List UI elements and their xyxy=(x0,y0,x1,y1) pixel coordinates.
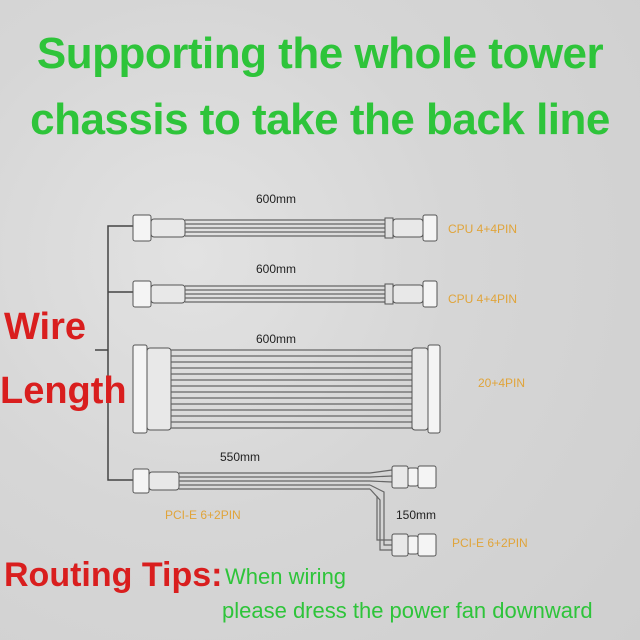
bracket xyxy=(95,225,133,481)
headline-line-1: Supporting the whole tower xyxy=(36,29,604,78)
cable-2-connector: CPU 4+4PIN xyxy=(448,292,518,306)
cable-1-connector: CPU 4+4PIN xyxy=(448,222,518,236)
routing-tip-line-1: When wiring xyxy=(225,564,347,589)
cable-2-length: 600mm xyxy=(256,262,297,276)
cable-atx-24pin xyxy=(132,344,441,434)
cable-4-connector: PCI-E 6+2PIN xyxy=(165,508,241,522)
cable-cpu-1 xyxy=(132,214,438,242)
cable-3-connector: 20+4PIN xyxy=(478,376,526,390)
cable-3-length: 600mm xyxy=(256,332,297,346)
cable-cpu-2 xyxy=(132,280,438,308)
headline-line-2: chassis to take the back line xyxy=(30,95,610,144)
wire-label: Wire xyxy=(4,306,87,348)
cable-4-length: 550mm xyxy=(220,450,261,464)
cable-5-length: 150mm xyxy=(396,508,437,522)
cable-5-connector: PCI-E 6+2PIN xyxy=(452,536,528,550)
cable-pcie xyxy=(132,465,437,557)
cable-1-length: 600mm xyxy=(256,192,297,206)
routing-tip-line-2: please dress the power fan downward xyxy=(222,598,593,623)
length-label: Length xyxy=(0,370,127,412)
routing-tips-label: Routing Tips: xyxy=(4,556,223,594)
